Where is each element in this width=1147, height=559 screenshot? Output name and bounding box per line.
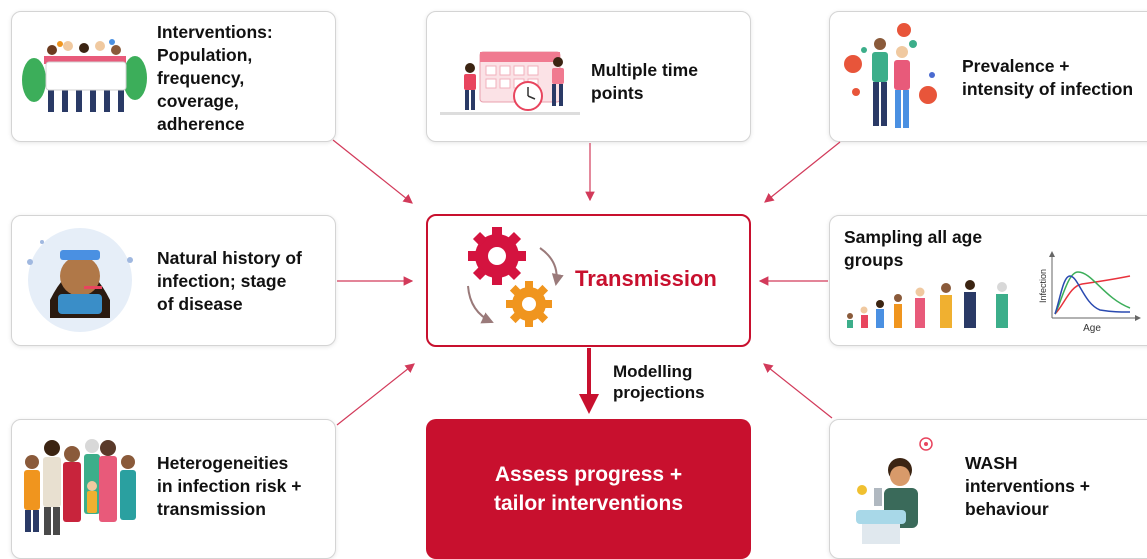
infection-age-chart: Infection Age (1038, 251, 1141, 334)
time-points-label: Multiple time points (591, 60, 698, 103)
gears-icon (467, 227, 564, 327)
arrow-interventions (332, 139, 413, 204)
arrow-wash (763, 363, 833, 419)
chart-line-red (1054, 275, 1131, 315)
sick-child-illustration (27, 228, 133, 332)
arrow-heterogeneities (336, 363, 415, 426)
connector-arrows (332, 139, 841, 426)
natural-history-label: Natural history of infection; stage of d… (157, 248, 302, 314)
sampling-label: Sampling all age groups (844, 227, 983, 270)
chart-line-blue (1054, 275, 1131, 315)
modelling-projections-label: Modelling projections (613, 362, 705, 402)
interventions-label: Interventions: Population, frequency, co… (157, 22, 273, 134)
crowd-banner-illustration (22, 39, 147, 112)
outcome-box (426, 419, 751, 559)
transmission-label: Transmission (575, 266, 717, 291)
chart-xlabel: Age (1083, 323, 1101, 334)
heterogeneities-label: Heterogeneities in infection risk + tran… (157, 453, 302, 519)
wash-label: WASH interventions + behaviour (965, 453, 1090, 519)
chart-ylabel: Infection (1038, 269, 1048, 303)
outcome-label: Assess progress + tailor interventions (493, 463, 684, 515)
arrow-prevalence (764, 141, 841, 203)
virus-people-illustration (844, 23, 937, 128)
chart-line-green (1054, 271, 1131, 315)
age-groups-illustration (847, 280, 1008, 328)
diagram-graphics: Infection Age (22, 23, 1141, 544)
family-illustration (24, 439, 136, 535)
handwashing-illustration (856, 437, 933, 544)
calendar-clock-illustration (440, 51, 580, 115)
prevalence-label: Prevalence + intensity of infection (962, 56, 1134, 99)
